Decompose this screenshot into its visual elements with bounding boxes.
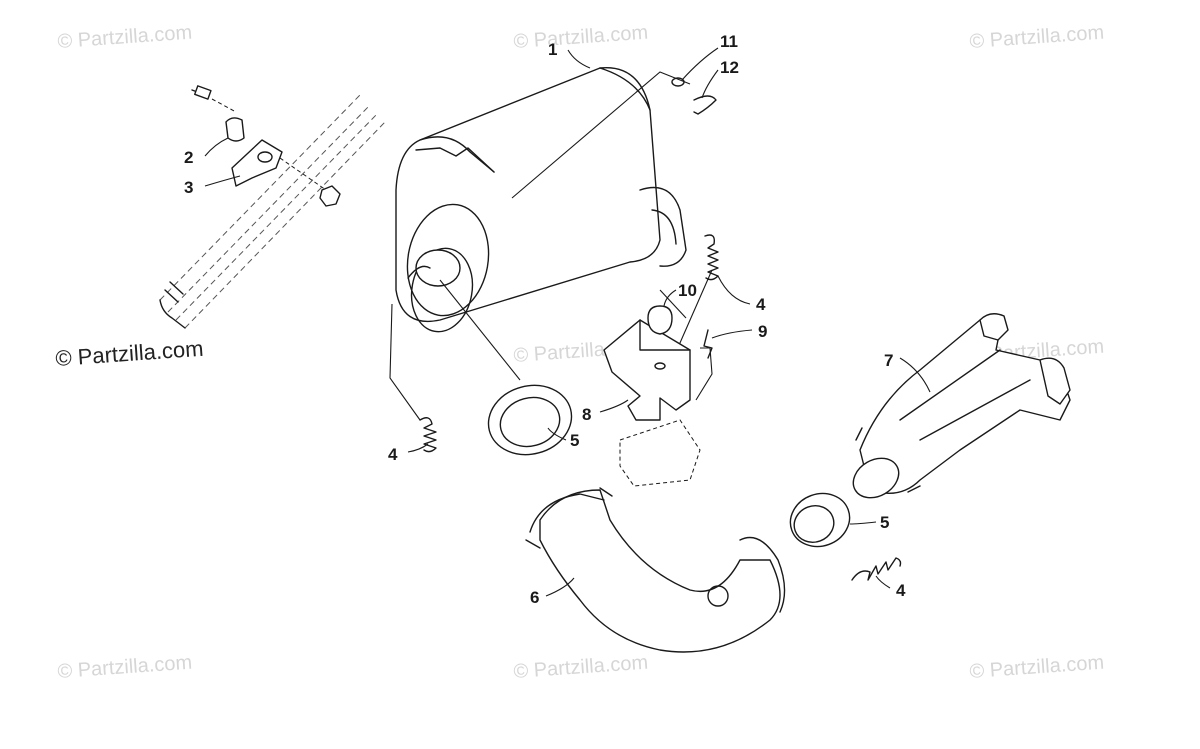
part-label-11: 11 xyxy=(720,32,738,51)
nut-icon xyxy=(319,185,341,207)
assembly-lines xyxy=(389,71,713,421)
part-label-8: 8 xyxy=(582,405,591,424)
label-leaders xyxy=(204,47,931,597)
watermark: © Partzilla.com xyxy=(513,652,649,683)
part-label-9: 9 xyxy=(758,322,767,341)
part-label-6: 6 xyxy=(530,588,539,607)
part-label-10: 10 xyxy=(678,281,697,300)
watermark: © Partzilla.com xyxy=(969,22,1105,53)
part-labels: 1 2 3 4 4 4 5 5 6 7 8 9 10 11 12 xyxy=(184,32,906,607)
part-label-5: 5 xyxy=(880,513,889,532)
watermark: © Partzilla.com xyxy=(513,22,649,53)
muffler-drawing xyxy=(395,67,687,333)
watermark: © Partzilla.com xyxy=(969,652,1105,683)
watermark: © Partzilla.com xyxy=(57,652,193,683)
part-label-4: 4 xyxy=(896,581,906,600)
spring-drawing xyxy=(419,234,902,581)
part-label-12: 12 xyxy=(720,58,739,77)
gasket-ring-drawing xyxy=(487,384,851,548)
frame-rail-drawing xyxy=(159,94,387,329)
part-label-1: 1 xyxy=(548,40,557,59)
watermark: © Partzilla.com xyxy=(57,22,193,53)
bracket-assembly-drawing xyxy=(191,85,341,207)
exhaust-manifold-drawing xyxy=(852,313,1071,499)
part-label-4: 4 xyxy=(388,445,398,464)
watermark-dark: © Partzilla.com xyxy=(55,336,205,371)
grommet-icon xyxy=(225,117,245,142)
part-label-2: 2 xyxy=(184,148,193,167)
part-label-4: 4 xyxy=(756,295,766,314)
mount-bracket-icon xyxy=(231,139,283,187)
part-label-5: 5 xyxy=(570,431,579,450)
part-label-3: 3 xyxy=(184,178,193,197)
mount-plate-drawing xyxy=(603,305,713,487)
bumper-icon xyxy=(647,305,673,335)
exhaust-pipe-drawing xyxy=(525,487,786,653)
part-label-7: 7 xyxy=(884,351,893,370)
